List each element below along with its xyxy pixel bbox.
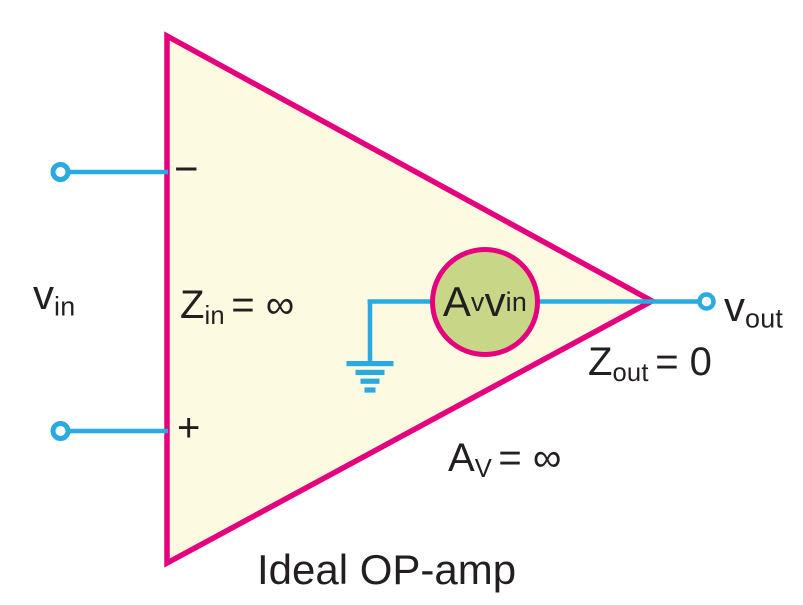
dependent-source-circle (430, 247, 540, 357)
ground-bar-4 (364, 387, 376, 393)
ground-icon (346, 361, 394, 393)
vin-label: vin (33, 274, 75, 320)
zin-value: = ∞ (231, 283, 295, 327)
vout-base: v (724, 283, 745, 330)
ground-bar-3 (360, 378, 380, 384)
source-v-base: v (484, 278, 506, 325)
zout-base: Z (588, 340, 613, 384)
vout-subscript: out (745, 303, 784, 334)
vin-subscript: in (54, 291, 76, 322)
zin-base: Z (180, 283, 205, 327)
inverting-input-sign: − (174, 145, 199, 192)
output-terminal (697, 292, 716, 311)
zin-subscript: in (204, 302, 225, 331)
ground-bar-2 (355, 369, 385, 375)
vout-label: vout (724, 286, 783, 332)
gain-label: AV= ∞ (448, 438, 561, 483)
source-gain-subscript: v (470, 286, 485, 317)
ground-bar-1 (346, 361, 394, 367)
zout-label: Zout= 0 (588, 342, 712, 387)
zin-label: Zin= ∞ (180, 285, 294, 330)
gain-subscript: V (474, 455, 493, 484)
diagram-caption: Ideal OP-amp (257, 546, 517, 593)
zout-value: = 0 (655, 340, 712, 384)
gain-value: = ∞ (498, 436, 562, 480)
source-gain-base: A (442, 278, 471, 325)
vin-base: v (33, 271, 54, 318)
noninverting-input-sign: + (177, 406, 201, 450)
noninverting-input-terminal (50, 421, 71, 441)
source-v-subscript: in (505, 286, 528, 317)
inverting-input-terminal (50, 162, 71, 182)
zout-subscript: out (612, 359, 649, 388)
gain-base: A (448, 436, 475, 480)
